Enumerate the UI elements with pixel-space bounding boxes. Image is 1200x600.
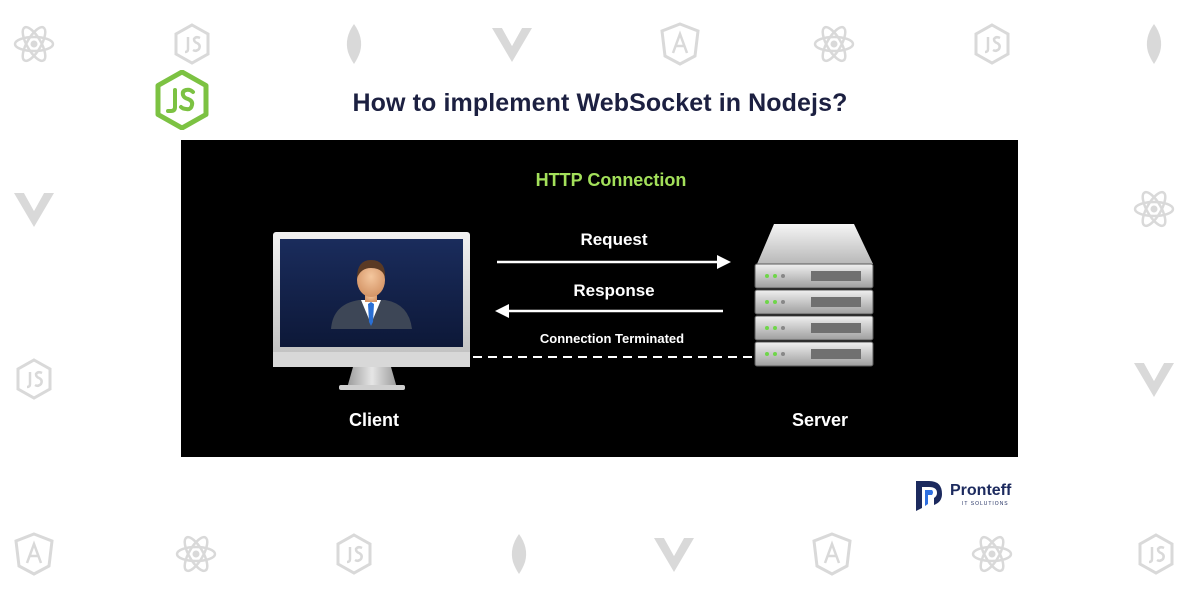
react-icon <box>968 530 1016 578</box>
react-icon <box>10 20 58 68</box>
user-avatar-icon <box>331 260 412 329</box>
response-arrowhead <box>495 304 509 318</box>
angular-icon <box>10 530 58 578</box>
react-icon <box>1130 185 1178 233</box>
brand-tagline: IT SOLUTIONS <box>962 501 1009 507</box>
connection-lines <box>473 255 753 358</box>
server-unit <box>754 341 874 367</box>
client-label: Client <box>348 410 399 430</box>
terminated-label: Connection Terminated <box>539 331 685 346</box>
server-label: Server <box>791 410 849 430</box>
server-unit <box>754 289 874 315</box>
brand-name: Pronteff <box>950 482 1012 499</box>
js-icon <box>10 355 58 403</box>
diagram-panel: HTTP Connection Request Response Connect… <box>181 140 1018 457</box>
request-label: Request <box>580 230 648 249</box>
node-leaf-icon <box>330 20 378 68</box>
pronteff-logo-icon <box>912 478 946 512</box>
server-rack-icon <box>749 224 879 369</box>
react-icon <box>810 20 858 68</box>
server-unit <box>754 263 874 289</box>
diagram-title: HTTP Connection <box>535 170 687 190</box>
react-icon <box>172 530 220 578</box>
vue-icon <box>1130 355 1178 403</box>
nodejs-logo-icon <box>155 70 209 130</box>
brand-logo: Pronteff IT SOLUTIONS <box>912 478 1032 514</box>
js-icon <box>330 530 378 578</box>
js-icon <box>968 20 1016 68</box>
vue-icon <box>10 185 58 233</box>
page-title: How to implement WebSocket in Nodejs? <box>352 89 848 117</box>
monitor-user-icon <box>273 232 473 392</box>
angular-icon <box>656 20 704 68</box>
node-leaf-icon <box>1130 20 1178 68</box>
response-label: Response <box>573 281 655 300</box>
request-arrowhead <box>717 255 731 269</box>
vue-icon <box>650 530 698 578</box>
angular-icon <box>808 530 856 578</box>
node-leaf-icon <box>495 530 543 578</box>
server-unit <box>754 315 874 341</box>
vue-icon <box>488 20 536 68</box>
js-icon <box>168 20 216 68</box>
js-icon <box>1132 530 1180 578</box>
